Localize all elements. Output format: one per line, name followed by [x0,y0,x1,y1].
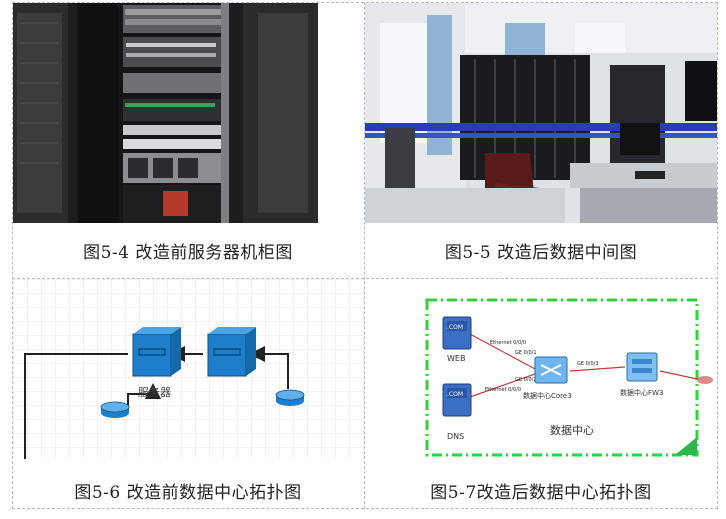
caption-fig-5-6: 图5-6 改造前数据中心拓扑图 [74,483,302,503]
svg-text:Ethernet 0/0/0: Ethernet 0/0/0 [490,340,526,346]
dns-label: DNS [447,432,464,441]
caption-fig-5-5: 图5-5 改造后数据中间图 [444,243,638,263]
storage-icon [275,389,305,406]
grid-line [717,2,718,509]
grid-line [12,508,718,509]
server-icon [207,327,256,377]
grid-line [12,2,13,509]
server-rack-photo [13,3,318,223]
svg-text:GE 0/0/3: GE 0/0/3 [577,361,599,367]
grid-line [12,2,718,3]
svg-text:Ethernet 0/0/0: Ethernet 0/0/0 [485,387,521,393]
caption-fig-5-4: 图5-4 改造前服务器机柜图 [83,243,293,263]
svg-text:.COM: .COM [447,391,463,398]
data-center-photo [365,3,717,223]
server-icon [132,327,181,377]
core-label: 数据中心Core3 [523,391,572,400]
core-switch-icon [534,356,568,384]
storage-icon [100,401,130,418]
grid-line [364,2,365,509]
firewall-icon [626,352,658,382]
fw-label: 数据中心FW3 [620,388,663,397]
server-label: 服务器 [138,386,171,399]
figure-grid: 图5-4 改造前服务器机柜图 [12,2,718,509]
caption-fig-5-7: 图5-7改造后数据中心拓扑图 [430,483,652,503]
before-topology-diagram: 服务器 [13,279,364,459]
dns-server-icon: .COM [442,383,472,417]
dc-label: 数据中心 [550,423,594,437]
svg-text:.COM: .COM [447,324,463,331]
after-topology-diagram: .COM WEB .COM DNS Ethernet 0/0/0 GE 0/0/… [365,279,717,459]
svg-text:GE 0/0/1: GE 0/0/1 [515,350,537,356]
web-label: WEB [447,354,465,363]
grid-line [12,278,718,279]
web-server-icon: .COM [442,316,472,350]
svg-text:GE 0/0/2: GE 0/0/2 [515,377,537,383]
